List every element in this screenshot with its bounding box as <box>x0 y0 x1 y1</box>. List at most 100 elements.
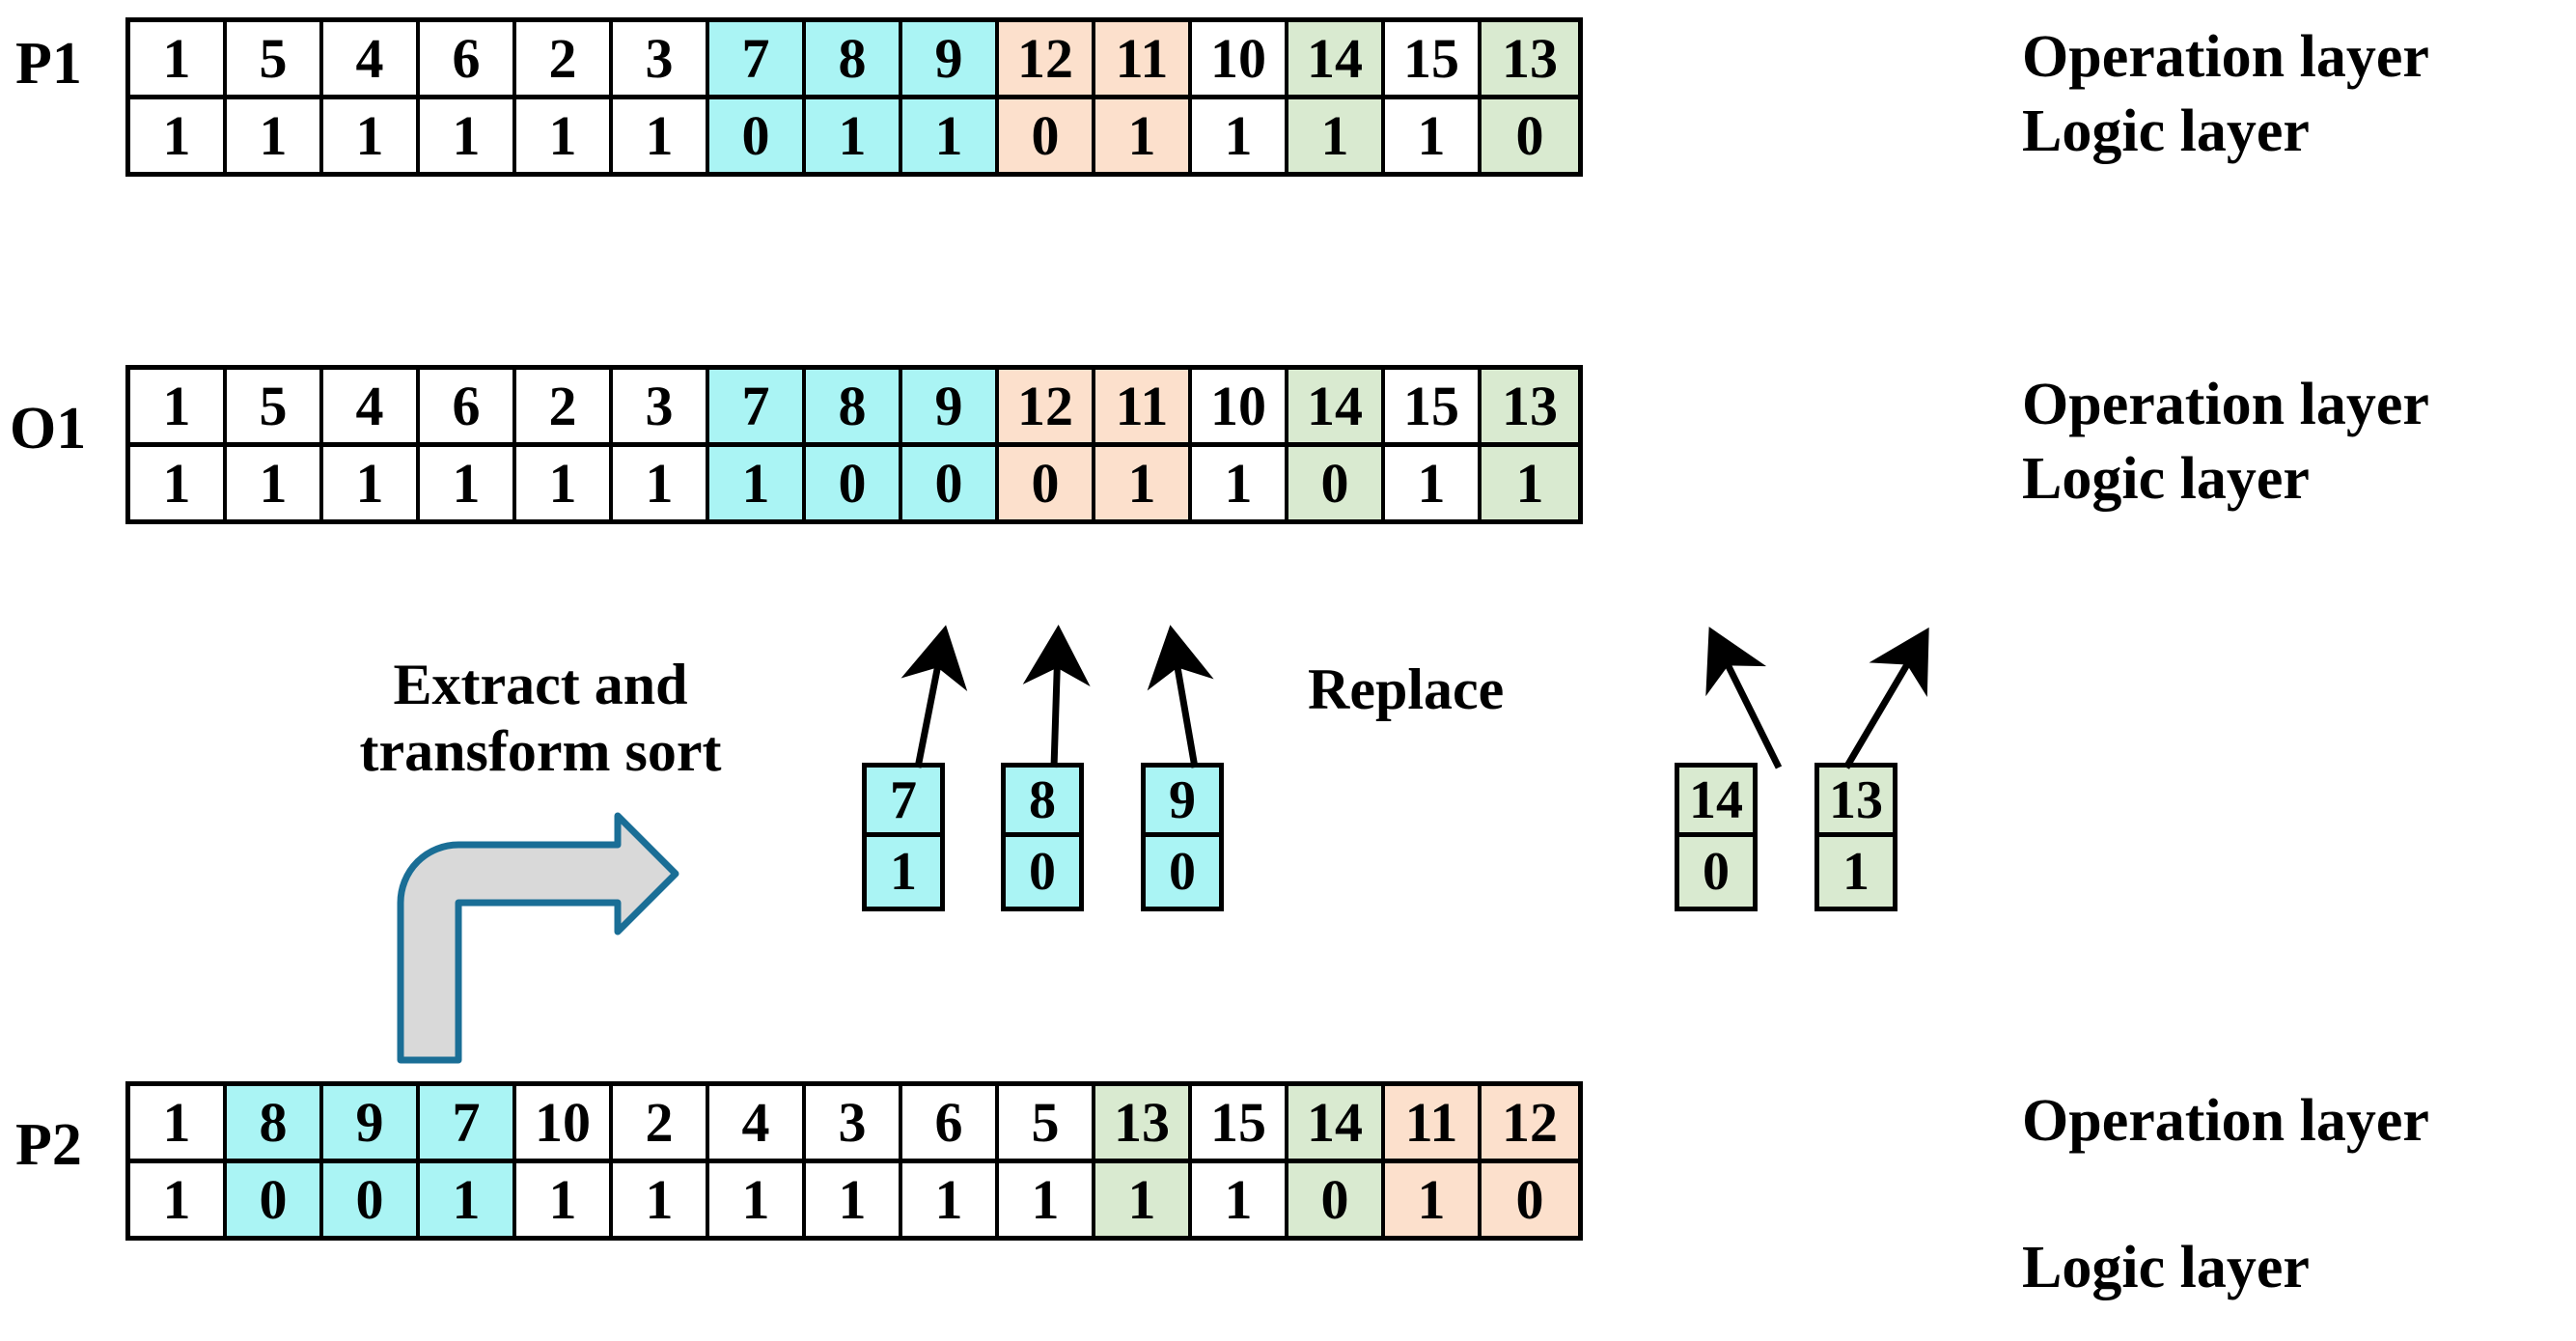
replace-label: Replace <box>1308 657 1505 721</box>
gene-cell: 0 <box>1482 99 1578 172</box>
gene-cell: 1 <box>806 1163 902 1236</box>
gene-cell: 2 <box>613 1086 709 1159</box>
extract-label-line1: Extract and <box>393 653 688 716</box>
gene-cell: 1 <box>516 1163 613 1236</box>
gene-cell: 1 <box>806 99 902 172</box>
chromosome-name-p2: P2 <box>15 1112 82 1178</box>
gene-cell: 0 <box>1482 1163 1578 1236</box>
gene-cell: 8 <box>806 370 902 442</box>
gene-cell: 10 <box>1192 370 1288 442</box>
gene-cell: 1 <box>999 1163 1095 1236</box>
gene-cell: 0 <box>902 447 999 519</box>
pointer-arrow-8 <box>1022 625 1091 768</box>
gene-cell: 0 <box>323 1163 420 1236</box>
gene-cell: 12 <box>999 22 1095 95</box>
gene-cell: 10 <box>1192 22 1288 95</box>
pointer-arrow-14 <box>1705 627 1783 769</box>
gene-cell: 8 <box>227 1086 323 1159</box>
gene-cell: 1 <box>1482 447 1578 519</box>
gene-cell: 1 <box>323 447 420 519</box>
gene-cell: 0 <box>709 99 806 172</box>
gene-cell: 13 <box>1482 22 1578 95</box>
gene-cell: 1 <box>1385 1163 1482 1236</box>
gene-cell: 1 <box>323 99 420 172</box>
gene-cell: 1 <box>1385 99 1482 172</box>
gene-cell: 1 <box>1192 99 1288 172</box>
gene-cell: 7 <box>709 22 806 95</box>
gene-cell: 1 <box>709 447 806 519</box>
gene-cell: 1 <box>516 447 613 519</box>
gene-cell: 7 <box>420 1086 516 1159</box>
gene-cell: 1 <box>130 99 227 172</box>
mini-gene-cell: 0 <box>1679 837 1753 907</box>
logic-layer-label-p2: Logic layer <box>2022 1235 2310 1300</box>
gene-cell: 12 <box>1482 1086 1578 1159</box>
pointer-arrow-9 <box>1147 625 1214 768</box>
mini-gene-cell: 1 <box>867 837 940 907</box>
bent-block-arrow-icon <box>397 812 679 1064</box>
gene-cell: 11 <box>1385 1086 1482 1159</box>
gene-cell: 1 <box>227 447 323 519</box>
gene-cell: 1 <box>420 447 516 519</box>
gene-cell: 1 <box>709 1163 806 1236</box>
gene-cell: 1 <box>1192 447 1288 519</box>
gene-cell: 1 <box>227 99 323 172</box>
gene-cell: 1 <box>1095 99 1192 172</box>
gene-cell: 2 <box>516 370 613 442</box>
gene-cell: 5 <box>227 22 323 95</box>
mini-gene-cell: 13 <box>1819 768 1893 837</box>
gene-cell: 14 <box>1288 22 1385 95</box>
operation-layer-label-p1: Operation layer <box>2022 24 2429 90</box>
gene-cell: 1 <box>1385 447 1482 519</box>
gene-cell: 9 <box>902 22 999 95</box>
gene-cell: 10 <box>516 1086 613 1159</box>
gene-cell: 4 <box>709 1086 806 1159</box>
gene-cell: 1 <box>613 99 709 172</box>
gene-cell: 1 <box>613 447 709 519</box>
gene-cell: 5 <box>999 1086 1095 1159</box>
gene-cell: 6 <box>902 1086 999 1159</box>
gene-cell: 6 <box>420 22 516 95</box>
gene-cell: 11 <box>1095 370 1192 442</box>
gene-cell: 1 <box>516 99 613 172</box>
gene-cell: 12 <box>999 370 1095 442</box>
mini-gene-cell: 1 <box>1819 837 1893 907</box>
gene-cell: 1 <box>1288 99 1385 172</box>
gene-cell: 11 <box>1095 22 1192 95</box>
chromosome-name-o1: O1 <box>10 396 87 461</box>
gene-cell: 13 <box>1095 1086 1192 1159</box>
gene-cell: 3 <box>613 22 709 95</box>
logic-layer-label-p1: Logic layer <box>2022 98 2310 164</box>
logic-layer-label-o1: Logic layer <box>2022 446 2310 512</box>
gene-cell: 1 <box>1095 447 1192 519</box>
gene-cell: 7 <box>709 370 806 442</box>
operation-layer-label-p2: Operation layer <box>2022 1088 2429 1154</box>
gene-cell: 0 <box>227 1163 323 1236</box>
pointer-arrow-7 <box>900 625 968 768</box>
gene-cell: 9 <box>323 1086 420 1159</box>
extract-and-transform-sort-label: Extract and transform sort <box>280 652 801 785</box>
gene-cell: 1 <box>420 99 516 172</box>
gene-cell: 0 <box>806 447 902 519</box>
gene-cell: 1 <box>613 1163 709 1236</box>
gene-cell: 9 <box>902 370 999 442</box>
gene-cell: 1 <box>130 447 227 519</box>
mini-gene-cell: 0 <box>1006 837 1079 907</box>
mini-gene-cell: 0 <box>1146 837 1219 907</box>
gene-cell: 15 <box>1385 22 1482 95</box>
gene-cell: 1 <box>130 22 227 95</box>
gene-cell: 3 <box>613 370 709 442</box>
gene-cell: 0 <box>999 99 1095 172</box>
gene-cell: 6 <box>420 370 516 442</box>
gene-cell: 3 <box>806 1086 902 1159</box>
gene-cell: 5 <box>227 370 323 442</box>
